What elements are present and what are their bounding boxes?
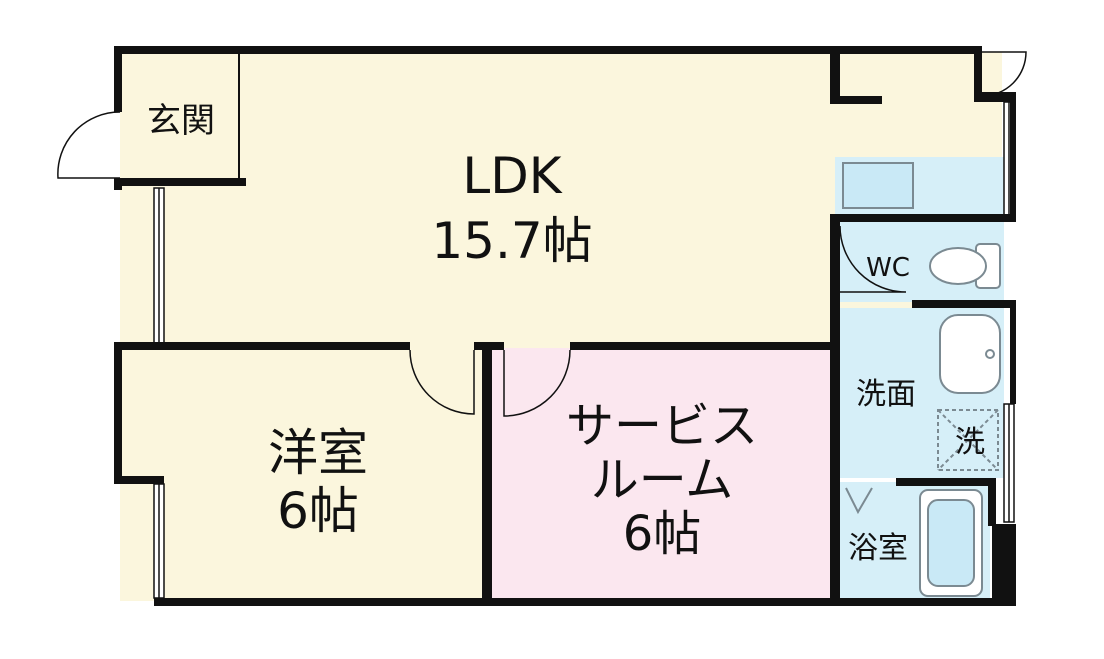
- wall-left-step: [114, 476, 164, 484]
- walls: [114, 46, 1016, 606]
- western-room-size-label: 6帖: [277, 482, 359, 540]
- wc-label: WC: [866, 253, 910, 283]
- wall-bath-right: [988, 478, 996, 526]
- ldk-name-label: LDK: [462, 147, 562, 205]
- wall-bottom: [154, 598, 1016, 606]
- western-room-door-icon: [409, 349, 475, 415]
- western-room-name-label: 洋室: [268, 424, 368, 482]
- wall-east-ext: [1010, 92, 1016, 220]
- bathtub-inner-icon: [927, 499, 975, 587]
- wall-left-lower: [114, 344, 122, 480]
- wall-wc-bottom: [912, 300, 1016, 308]
- service-room-name-line2: ルーム: [591, 452, 734, 508]
- laundry-label: 洗: [955, 425, 985, 460]
- basin-drain-icon: [985, 349, 995, 359]
- room-labels: 玄関 LDK 15.7帖 洋室 6帖 サービス ルーム 6帖 WC 洗面 洗 浴…: [147, 101, 985, 566]
- wall-east-lower: [992, 524, 1016, 606]
- washroom-label: 洗面: [856, 377, 916, 412]
- service-room-size-label: 6帖: [623, 506, 702, 562]
- service-room-door-icon: [503, 349, 571, 417]
- wall-bath-top: [896, 478, 996, 486]
- entrance-door-icon: [57, 111, 121, 179]
- wall-kitchen-top: [830, 54, 840, 104]
- toilet-bowl-icon: [929, 247, 987, 285]
- bath-door-icon: [845, 487, 873, 515]
- wall-wc-top: [830, 214, 1016, 222]
- wall-top: [114, 46, 982, 54]
- service-room-name-line1: サービス: [566, 398, 758, 454]
- wall-entrance-bottom: [114, 178, 246, 186]
- wall-east-top: [976, 92, 1016, 102]
- fixtures: [842, 162, 1001, 597]
- wall-east-mid: [1010, 300, 1016, 404]
- wall-kitchen-ledge: [830, 96, 882, 104]
- washing-machine-cross-b: [937, 409, 999, 471]
- wall-room-divider-top: [114, 342, 410, 350]
- wall-top-left-corner: [974, 46, 982, 102]
- kitchen-sink-icon: [842, 162, 914, 209]
- bathroom-label: 浴室: [848, 531, 908, 566]
- wash-basin-icon: [939, 314, 1001, 394]
- wc-door-icon: [839, 225, 907, 293]
- service-room-floor: [488, 348, 832, 601]
- ldk-size-label: 15.7帖: [431, 212, 592, 270]
- wall-entrance-side: [238, 54, 240, 180]
- wall-between-rooms: [482, 342, 492, 604]
- washing-machine-space-icon: [937, 409, 999, 471]
- wall-wet-area: [830, 214, 840, 606]
- wall-left-upper: [114, 46, 122, 112]
- room-floors: [120, 52, 1005, 602]
- genkan-label: 玄関: [147, 101, 215, 141]
- wall-room-divider-right: [570, 342, 838, 350]
